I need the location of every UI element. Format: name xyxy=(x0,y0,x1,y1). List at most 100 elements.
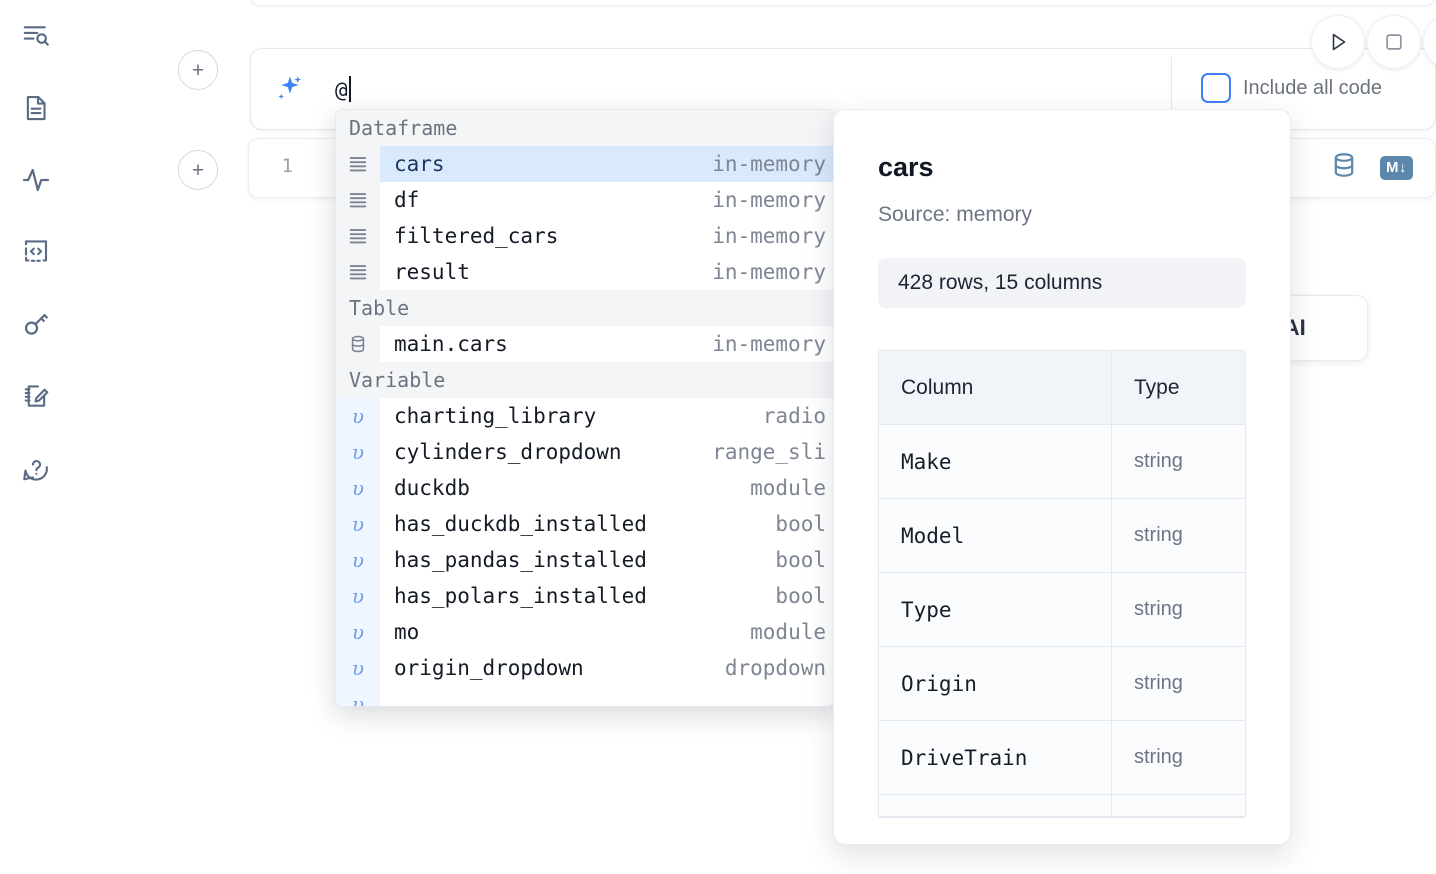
autocomplete-item-type: module xyxy=(750,476,826,500)
autocomplete-item-name: result xyxy=(394,260,470,284)
autocomplete-item[interactable]: υ charting_library radio xyxy=(336,398,834,434)
stop-button[interactable] xyxy=(1367,15,1421,69)
run-button[interactable] xyxy=(1311,15,1365,69)
sparkle-icon xyxy=(271,73,305,107)
autocomplete-item-name: origin_dropdown xyxy=(394,656,584,680)
autocomplete-item-name: has_duckdb_installed xyxy=(394,512,647,536)
autocomplete-item-name: cars xyxy=(394,152,445,176)
cell-column-name: Model xyxy=(879,499,1111,573)
autocomplete-item[interactable]: υ cylinders_dropdown range_sli xyxy=(336,434,834,470)
variable-icon: υ xyxy=(336,434,380,470)
doc-shape-badge: 428 rows, 15 columns xyxy=(878,258,1246,308)
autocomplete-item-name: mo xyxy=(394,620,420,644)
autocomplete-item[interactable]: filtered_cars in-memory xyxy=(336,218,834,254)
autocomplete-group-header: Dataframe xyxy=(336,110,834,146)
markdown-badge[interactable]: M↓ xyxy=(1380,155,1413,180)
autocomplete-item-type: in-memory xyxy=(712,224,826,248)
ai-prompt-value: @ xyxy=(335,78,348,102)
autocomplete-item-name: has_polars_installed xyxy=(394,584,647,608)
autocomplete-item-type: dropdown xyxy=(724,656,826,680)
code-snippets-icon[interactable] xyxy=(14,230,58,274)
scratchpad-edit-icon[interactable] xyxy=(14,374,58,418)
variable-icon: υ xyxy=(336,650,380,686)
documentation-panel: cars Source: memory 428 rows, 15 columns… xyxy=(833,109,1291,845)
variable-icon: υ xyxy=(336,614,380,650)
add-cell-button-bottom[interactable]: + xyxy=(178,150,218,190)
autocomplete-item-name: charting_library xyxy=(394,404,597,428)
ai-prompt-input[interactable]: @ xyxy=(335,69,351,111)
activity-pulse-icon[interactable] xyxy=(14,158,58,202)
variable-icon: υ xyxy=(336,578,380,614)
variable-icon: υ xyxy=(336,506,380,542)
autocomplete-group-header: Variable xyxy=(336,362,834,398)
file-document-icon[interactable] xyxy=(14,86,58,130)
cell-column-type: string xyxy=(1111,721,1245,795)
autocomplete-item[interactable]: main.cars in-memory xyxy=(336,326,834,362)
cell-column-name: Type xyxy=(879,573,1111,647)
autocomplete-item[interactable]: df in-memory xyxy=(336,182,834,218)
include-all-code-label: Include all code xyxy=(1243,76,1382,99)
cell-column-name: DriveTrain xyxy=(879,721,1111,795)
variable-icon: υ xyxy=(336,542,380,578)
add-cell-button-top[interactable]: + xyxy=(178,50,218,90)
include-all-code-control[interactable]: Include all code xyxy=(1201,73,1382,103)
autocomplete-item[interactable]: υ has_duckdb_installed bool xyxy=(336,506,834,542)
doc-title: cars xyxy=(878,152,934,182)
autocomplete-item-name: filtered_cars xyxy=(394,224,559,248)
variable-icon: υ xyxy=(336,470,380,506)
doc-source: Source: memory xyxy=(878,203,1033,226)
toolbar-divider xyxy=(1171,57,1172,123)
cell-above-partial xyxy=(250,0,1436,6)
autocomplete-item[interactable]: cars in-memory xyxy=(336,146,834,182)
cell-column-type: string xyxy=(1111,499,1245,573)
autocomplete-group-header: Table xyxy=(336,290,834,326)
table-row-partial xyxy=(879,795,1245,817)
autocomplete-item-type: in-memory xyxy=(712,332,826,356)
autocomplete-item-name: df xyxy=(394,188,420,212)
variable-icon: υ xyxy=(336,398,380,434)
autocomplete-item-type: in-memory xyxy=(712,152,826,176)
text-cursor xyxy=(348,76,351,102)
autocomplete-item-partial[interactable]: υ xyxy=(336,686,834,706)
autocomplete-item[interactable]: υ origin_dropdown dropdown xyxy=(336,650,834,686)
cell-column-name: Origin xyxy=(879,647,1111,721)
autocomplete-item-type: bool xyxy=(775,512,826,536)
autocomplete-item-name: cylinders_dropdown xyxy=(394,440,622,464)
database-icon[interactable] xyxy=(1330,151,1358,184)
autocomplete-item-name: main.cars xyxy=(394,332,508,356)
cell-column-type: string xyxy=(1111,425,1245,499)
include-all-code-checkbox[interactable] xyxy=(1201,73,1231,103)
autocomplete-item-type: radio xyxy=(762,404,826,428)
left-icon-rail xyxy=(0,0,72,874)
cell-column-type: string xyxy=(1111,573,1245,647)
autocomplete-item-type: bool xyxy=(775,548,826,572)
cell-toolbar: M↓ xyxy=(1330,151,1413,184)
column-header-type: Type xyxy=(1111,351,1245,425)
help-question-icon[interactable] xyxy=(14,446,58,490)
secrets-key-icon[interactable] xyxy=(14,302,58,346)
autocomplete-item-type: in-memory xyxy=(712,188,826,212)
explore-outline-icon[interactable] xyxy=(14,14,58,58)
dataframe-lines-icon xyxy=(336,182,380,218)
autocomplete-item-type: range_sli xyxy=(712,440,826,464)
dataframe-lines-icon xyxy=(336,146,380,182)
database-icon xyxy=(336,326,380,362)
dataframe-lines-icon xyxy=(336,218,380,254)
line-number: 1 xyxy=(281,155,293,177)
autocomplete-item-name: duckdb xyxy=(394,476,470,500)
variable-icon: υ xyxy=(336,686,380,706)
